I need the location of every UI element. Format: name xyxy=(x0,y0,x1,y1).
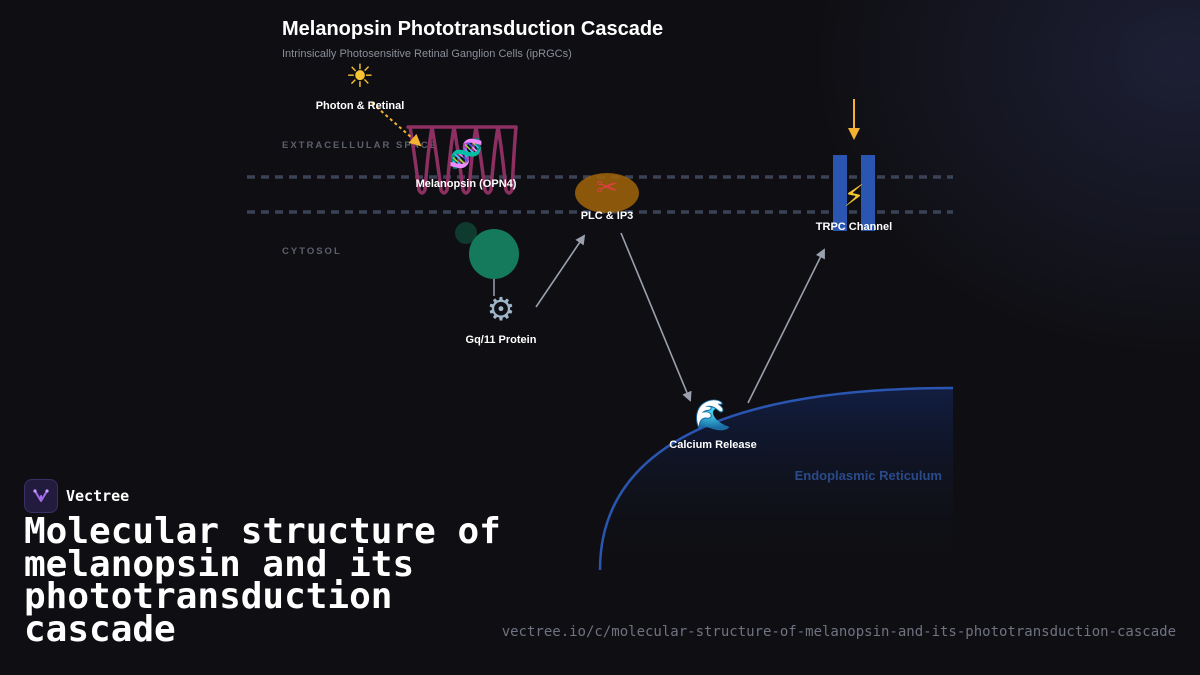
endoplasmic-reticulum-shape xyxy=(600,388,953,570)
endoplasmic-reticulum-membrane xyxy=(598,386,954,571)
page-headline: Molecular structure of melanopsin and it… xyxy=(24,511,501,650)
node-label-gprotein: Gq/11 Protein xyxy=(466,334,537,346)
lightning-icon: ⚡ xyxy=(843,179,864,214)
node-label-photon: Photon & Retinal xyxy=(316,100,405,112)
arrow-plc-to-calcium xyxy=(620,232,692,402)
diagram-subtitle: Intrinsically Photosensitive Retinal Gan… xyxy=(282,48,572,60)
brand-name: Vectree xyxy=(66,487,130,505)
trpc-channel-left xyxy=(833,155,847,231)
plc-enzyme-body xyxy=(575,173,639,213)
vectree-logo-icon xyxy=(24,479,58,513)
diagram-title: Melanopsin Phototransduction Cascade xyxy=(282,18,663,40)
node-label-plc: PLC & IP3 xyxy=(581,210,634,222)
dna-icon: 🧬 xyxy=(449,136,484,170)
melanopsin-helices xyxy=(406,125,518,195)
node-label-melanopsin: Melanopsin (OPN4) xyxy=(416,178,517,190)
node-label-calcium: Calcium Release xyxy=(669,439,756,451)
source-url[interactable]: vectree.io/c/molecular-structure-of-mela… xyxy=(501,624,1176,640)
region-label-cytosol: CYTOSOL xyxy=(282,246,342,257)
scissors-icon: ✂ xyxy=(596,173,618,203)
trpc-channel-right xyxy=(861,155,875,231)
arrow-calcium-to-trpc xyxy=(747,248,825,404)
er-label: Endoplasmic Reticulum xyxy=(795,468,942,483)
gprotein-body xyxy=(469,229,519,279)
wave-icon: 🌊 xyxy=(694,397,731,433)
arrow-gprotein-to-plc xyxy=(535,234,586,308)
brand[interactable]: Vectree xyxy=(24,479,129,513)
node-label-trpc: TRPC Channel xyxy=(816,221,892,233)
sun-icon: ☀ xyxy=(346,57,375,95)
gear-icon: ⚙ xyxy=(487,290,516,328)
region-label-extracellular: EXTRACELLULAR SPACE xyxy=(282,140,438,151)
gprotein-small-subunit xyxy=(455,222,477,244)
photon-arrow xyxy=(371,102,422,147)
